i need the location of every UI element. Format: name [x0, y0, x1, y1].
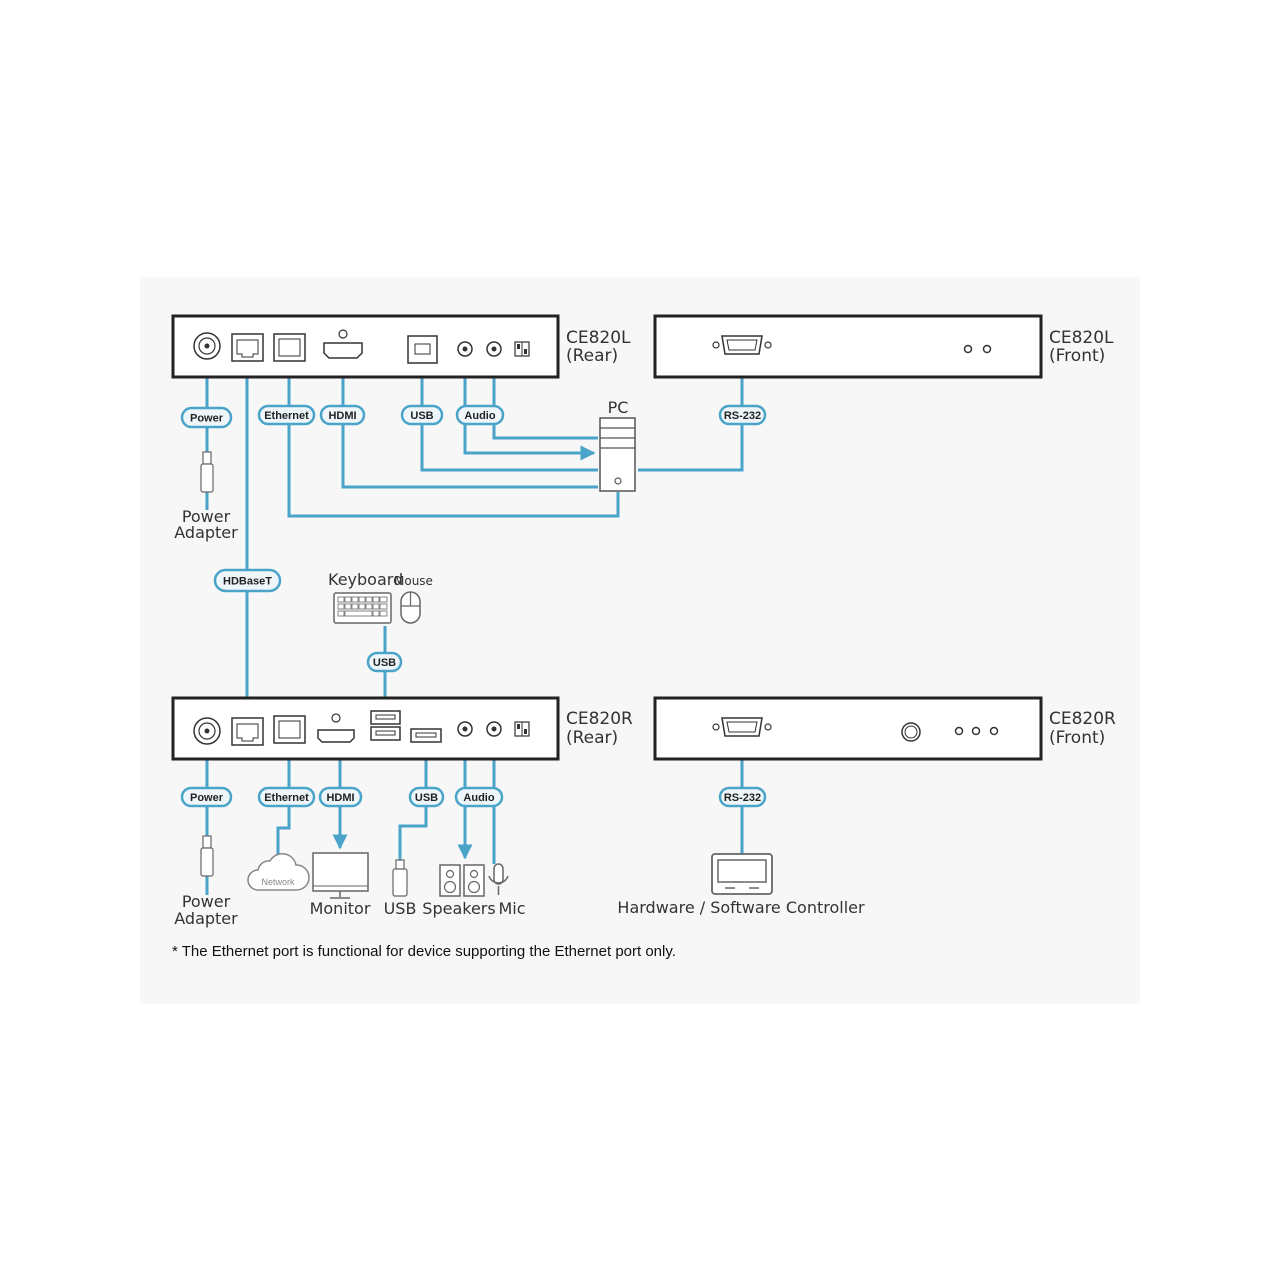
pill-label: Ethernet: [264, 792, 309, 804]
usb-drive-icon: [392, 859, 408, 897]
pill-label: HDMI: [326, 792, 354, 804]
pill-label: RS-232: [724, 410, 761, 422]
pill-rs232-top: RS-232: [718, 404, 767, 426]
pill-label: USB: [410, 410, 433, 422]
power-adapter-icon: [200, 835, 214, 877]
network-cloud-icon: Network: [247, 853, 310, 891]
ce820r-rear-side: (Rear): [566, 728, 618, 748]
hdmi-port-icon: [317, 713, 355, 743]
pill-rs232-bottom: RS-232: [718, 786, 767, 808]
ce820r-front-panel: [653, 696, 1043, 761]
ce820l-front-panel: [653, 314, 1043, 379]
speakers-icon: [439, 864, 485, 897]
pill-usb-kbm: USB: [366, 651, 403, 673]
monitor-label: Monitor: [310, 899, 371, 918]
ce820l-rear-panel: [171, 314, 560, 379]
button-icon: [901, 722, 921, 742]
audio-out-port-icon: [457, 721, 473, 737]
pill-hdmi-top: HDMI: [319, 404, 366, 426]
connection-lines: [205, 357, 744, 895]
status-led-icon: [971, 726, 981, 736]
dip-switch-icon: [514, 721, 530, 737]
mic-label: Mic: [498, 899, 525, 918]
footnote: * The Ethernet port is functional for de…: [172, 943, 676, 960]
power-adapter-icon: [200, 451, 214, 493]
usb-b-port-icon: [407, 335, 438, 364]
pill-ethernet-bottom: Ethernet: [257, 786, 316, 808]
pill-power-top: Power: [180, 406, 233, 429]
keyboard-label: Keyboard: [328, 570, 403, 589]
power-adapter-label: Power: [182, 507, 231, 526]
pill-label: HDMI: [328, 410, 356, 422]
dip-switch-icon: [514, 341, 530, 357]
network-label: Network: [261, 877, 295, 887]
ce820r-rear-panel: [171, 696, 560, 761]
hdbaset-port-icon: [231, 333, 264, 362]
pill-label: Ethernet: [264, 410, 309, 422]
ethernet-port-icon: [273, 333, 306, 362]
audio-in-port-icon: [486, 721, 502, 737]
ce820l-rear-side: (Rear): [566, 346, 618, 366]
power-adapter-label: Adapter: [174, 523, 238, 542]
microphone-icon: [488, 863, 509, 895]
power-adapter-label: Adapter: [174, 909, 238, 928]
pc-tower-icon: [599, 417, 636, 492]
usb-device-label: USB: [384, 899, 417, 918]
ce820l-front-name: CE820L: [1049, 328, 1114, 348]
mouse-icon: [400, 591, 421, 624]
pill-label: USB: [373, 657, 396, 669]
usb-a-dual-port-icon: [370, 710, 401, 741]
pill-hdbaset: HDBaseT: [213, 568, 282, 593]
status-led-icon: [954, 726, 964, 736]
usb-a-port-icon: [410, 728, 442, 743]
pill-ethernet-top: Ethernet: [257, 404, 316, 426]
controller-label: Hardware / Software Controller: [617, 898, 865, 917]
pill-hdmi-bottom: HDMI: [318, 786, 363, 808]
controller-icon: [711, 853, 773, 895]
status-led-icon: [989, 726, 999, 736]
ethernet-port-icon: [273, 715, 306, 744]
status-led-icon: [963, 344, 973, 354]
pill-label: Power: [190, 792, 224, 804]
hdbaset-port-icon: [231, 717, 264, 746]
pill-usb-top: USB: [400, 404, 444, 426]
status-led-icon: [982, 344, 992, 354]
ce820r-front-side: (Front): [1049, 728, 1105, 748]
pill-label: USB: [415, 792, 438, 804]
audio-out-port-icon: [457, 341, 473, 357]
power-port-icon: [193, 717, 221, 745]
ce820r-rear-name: CE820R: [566, 709, 633, 729]
audio-in-port-icon: [486, 341, 502, 357]
pill-power-bottom: Power: [180, 786, 233, 808]
hdmi-port-icon: [323, 329, 363, 359]
power-adapter-label: Power: [182, 892, 231, 911]
mouse-label: Mouse: [394, 574, 433, 588]
pill-label: HDBaseT: [223, 576, 272, 588]
pill-audio-top: Audio: [455, 404, 505, 426]
pill-label: RS-232: [724, 792, 761, 804]
pill-label: Power: [190, 413, 224, 425]
pill-label: Audio: [464, 410, 495, 422]
power-port-icon: [193, 332, 221, 360]
ce820l-front-side: (Front): [1049, 346, 1105, 366]
keyboard-icon: [333, 592, 392, 624]
pill-usb-bottom: USB: [408, 786, 445, 808]
pill-audio-bottom: Audio: [454, 786, 504, 808]
pill-label: Audio: [463, 792, 494, 804]
monitor-icon: [312, 852, 369, 899]
ce820r-front-name: CE820R: [1049, 709, 1116, 729]
speakers-label: Speakers: [422, 899, 495, 918]
rs232-port-icon: [712, 717, 772, 737]
ce820l-rear-name: CE820L: [566, 328, 631, 348]
rs232-port-icon: [712, 335, 772, 355]
pc-label: PC: [608, 398, 629, 417]
